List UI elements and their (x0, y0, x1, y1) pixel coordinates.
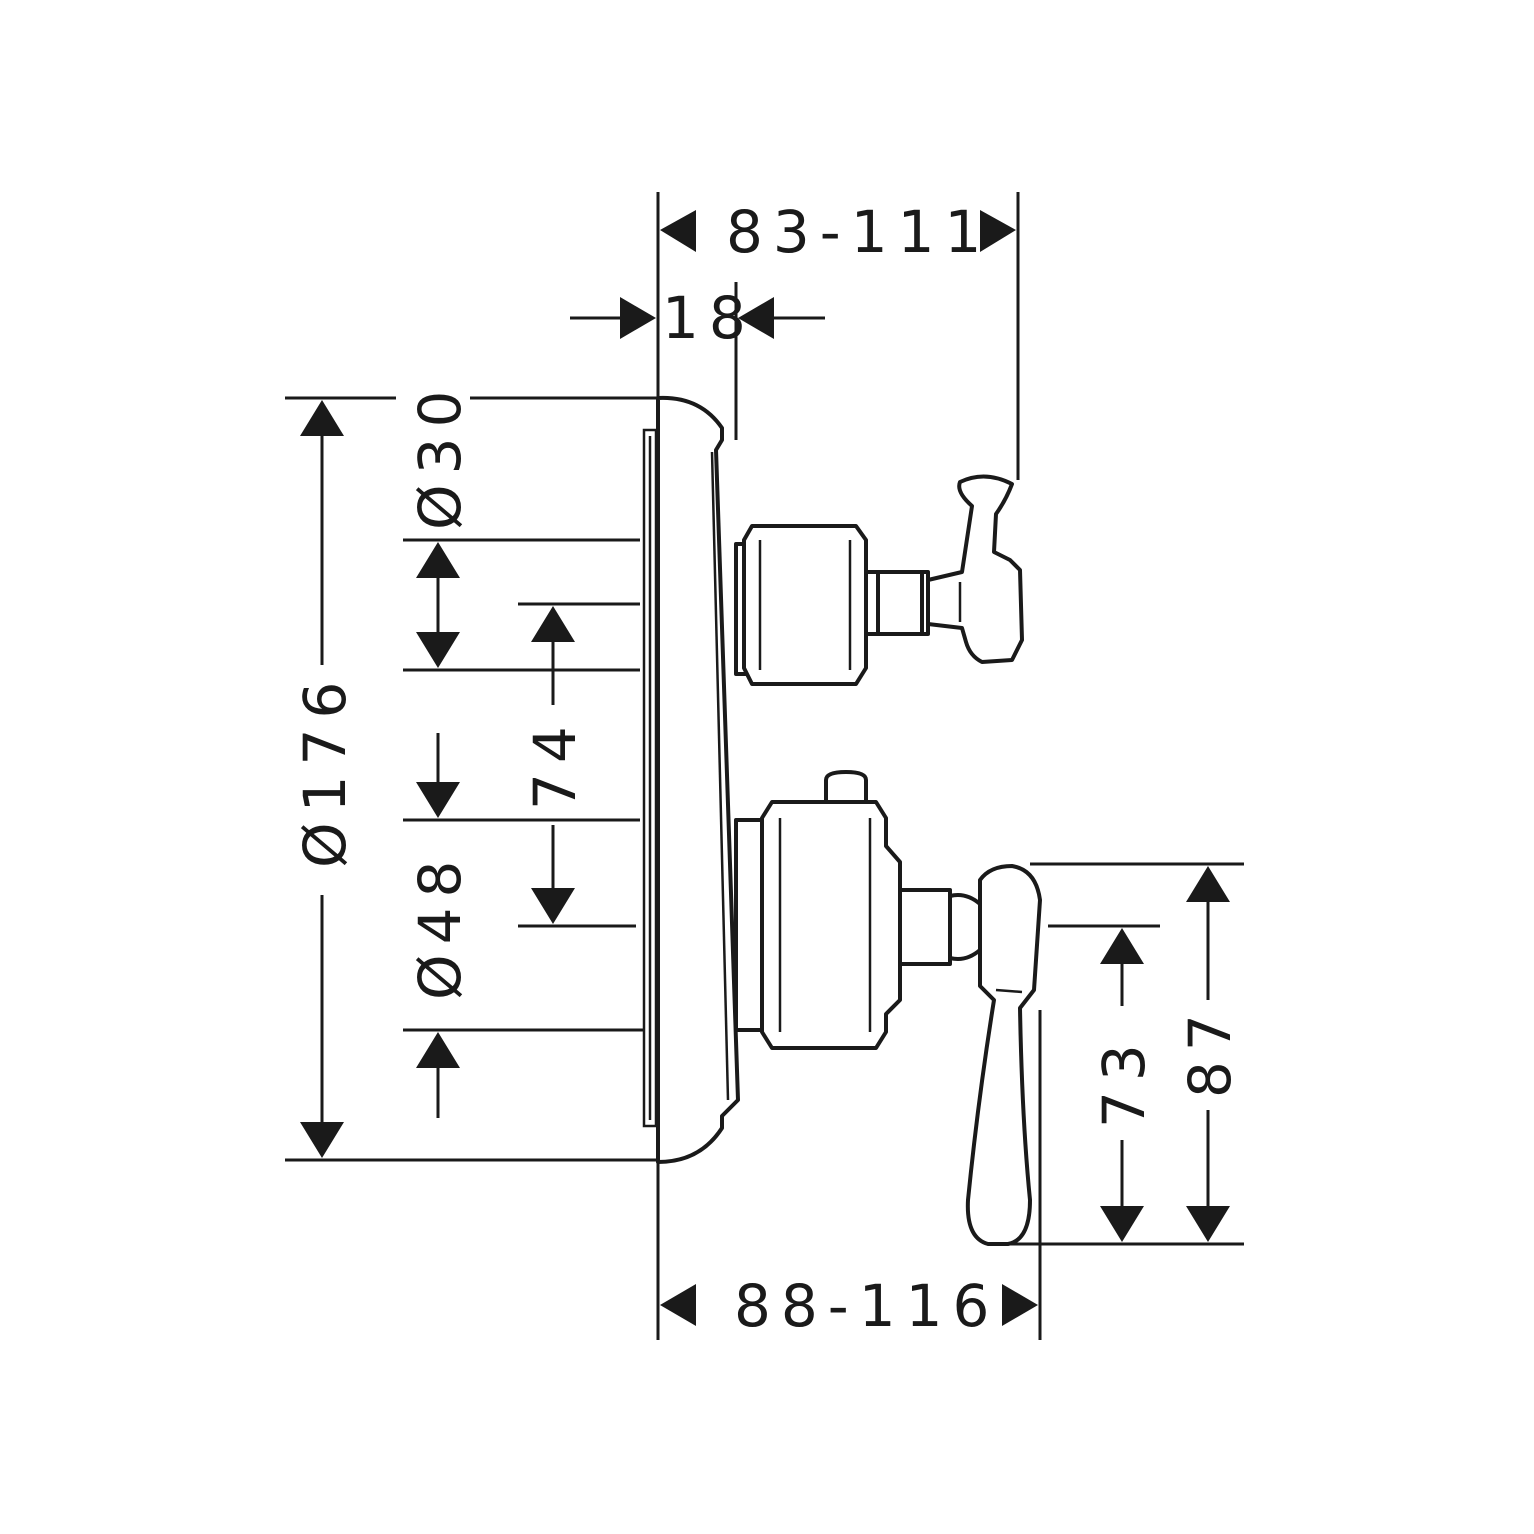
dim-plate-offset: 18 (662, 284, 756, 352)
upper-valve (734, 474, 1024, 686)
lower-valve (734, 770, 1042, 1246)
wall-plate (642, 395, 740, 1164)
dim-rosette-top: Ø30 (406, 381, 474, 530)
dim-lever-height-inner: 73 (1090, 1034, 1158, 1128)
dim-bottom-width: 88-116 (734, 1272, 999, 1340)
dim-rosette-bottom: Ø48 (406, 851, 474, 1000)
dim-lever-height-outer: 87 (1176, 1004, 1244, 1098)
dimension-labels: 83-111 18 Ø30 Ø176 74 Ø48 87 73 88-116 (291, 198, 1244, 1340)
dimension-lines (300, 210, 1230, 1326)
extension-lines (285, 192, 1244, 1340)
dim-spacing: 74 (521, 716, 589, 810)
dim-top-width: 83-111 (726, 198, 991, 266)
dim-plate-diameter: Ø176 (291, 672, 359, 868)
